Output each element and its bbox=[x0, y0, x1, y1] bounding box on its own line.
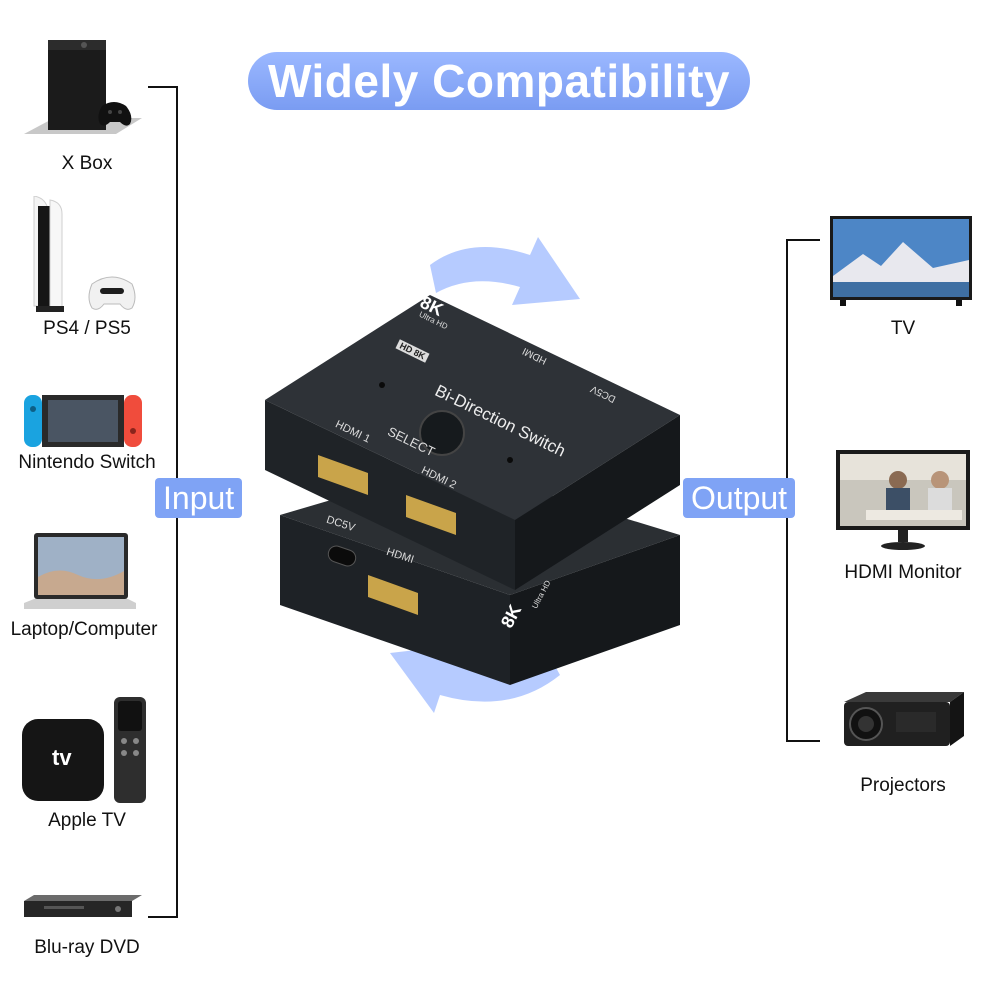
output-device-label: TV bbox=[890, 318, 916, 339]
apple-tv-logo-text: tv bbox=[52, 745, 72, 770]
output-bracket-top bbox=[786, 239, 820, 241]
input-device-label: Apple TV bbox=[48, 810, 126, 831]
apple-tv-icon bbox=[22, 697, 150, 805]
output-label: Output bbox=[683, 478, 796, 518]
input-device-label: Laptop/Computer bbox=[10, 619, 158, 640]
nintendo-switch-icon bbox=[24, 395, 142, 447]
output-label-box: Output bbox=[683, 478, 796, 518]
input-bracket-top bbox=[148, 86, 178, 88]
input-device-label: PS4 / PS5 bbox=[43, 318, 131, 339]
input-bracket-bottom bbox=[148, 916, 178, 918]
laptop-icon bbox=[24, 533, 136, 615]
projector-icon bbox=[836, 690, 970, 752]
input-device-label: X Box bbox=[61, 153, 113, 174]
input-label-box: Input bbox=[155, 478, 243, 518]
input-label: Input bbox=[155, 478, 243, 518]
bluray-player-icon bbox=[24, 893, 142, 921]
output-bracket-bottom bbox=[786, 740, 820, 742]
switch-illustration bbox=[240, 215, 710, 735]
title-banner: Widely Compatibility bbox=[248, 52, 750, 110]
output-device-label: HDMI Monitor bbox=[844, 562, 962, 583]
output-device-label: Projectors bbox=[860, 775, 946, 796]
input-device-label: Blu-ray DVD bbox=[34, 937, 140, 958]
tv-icon bbox=[830, 216, 974, 308]
monitor-icon bbox=[836, 450, 972, 552]
page-title: Widely Compatibility bbox=[268, 55, 730, 107]
input-device-label: Nintendo Switch bbox=[18, 452, 156, 473]
playstation-console-icon bbox=[28, 196, 148, 316]
xbox-console-icon bbox=[24, 36, 154, 146]
